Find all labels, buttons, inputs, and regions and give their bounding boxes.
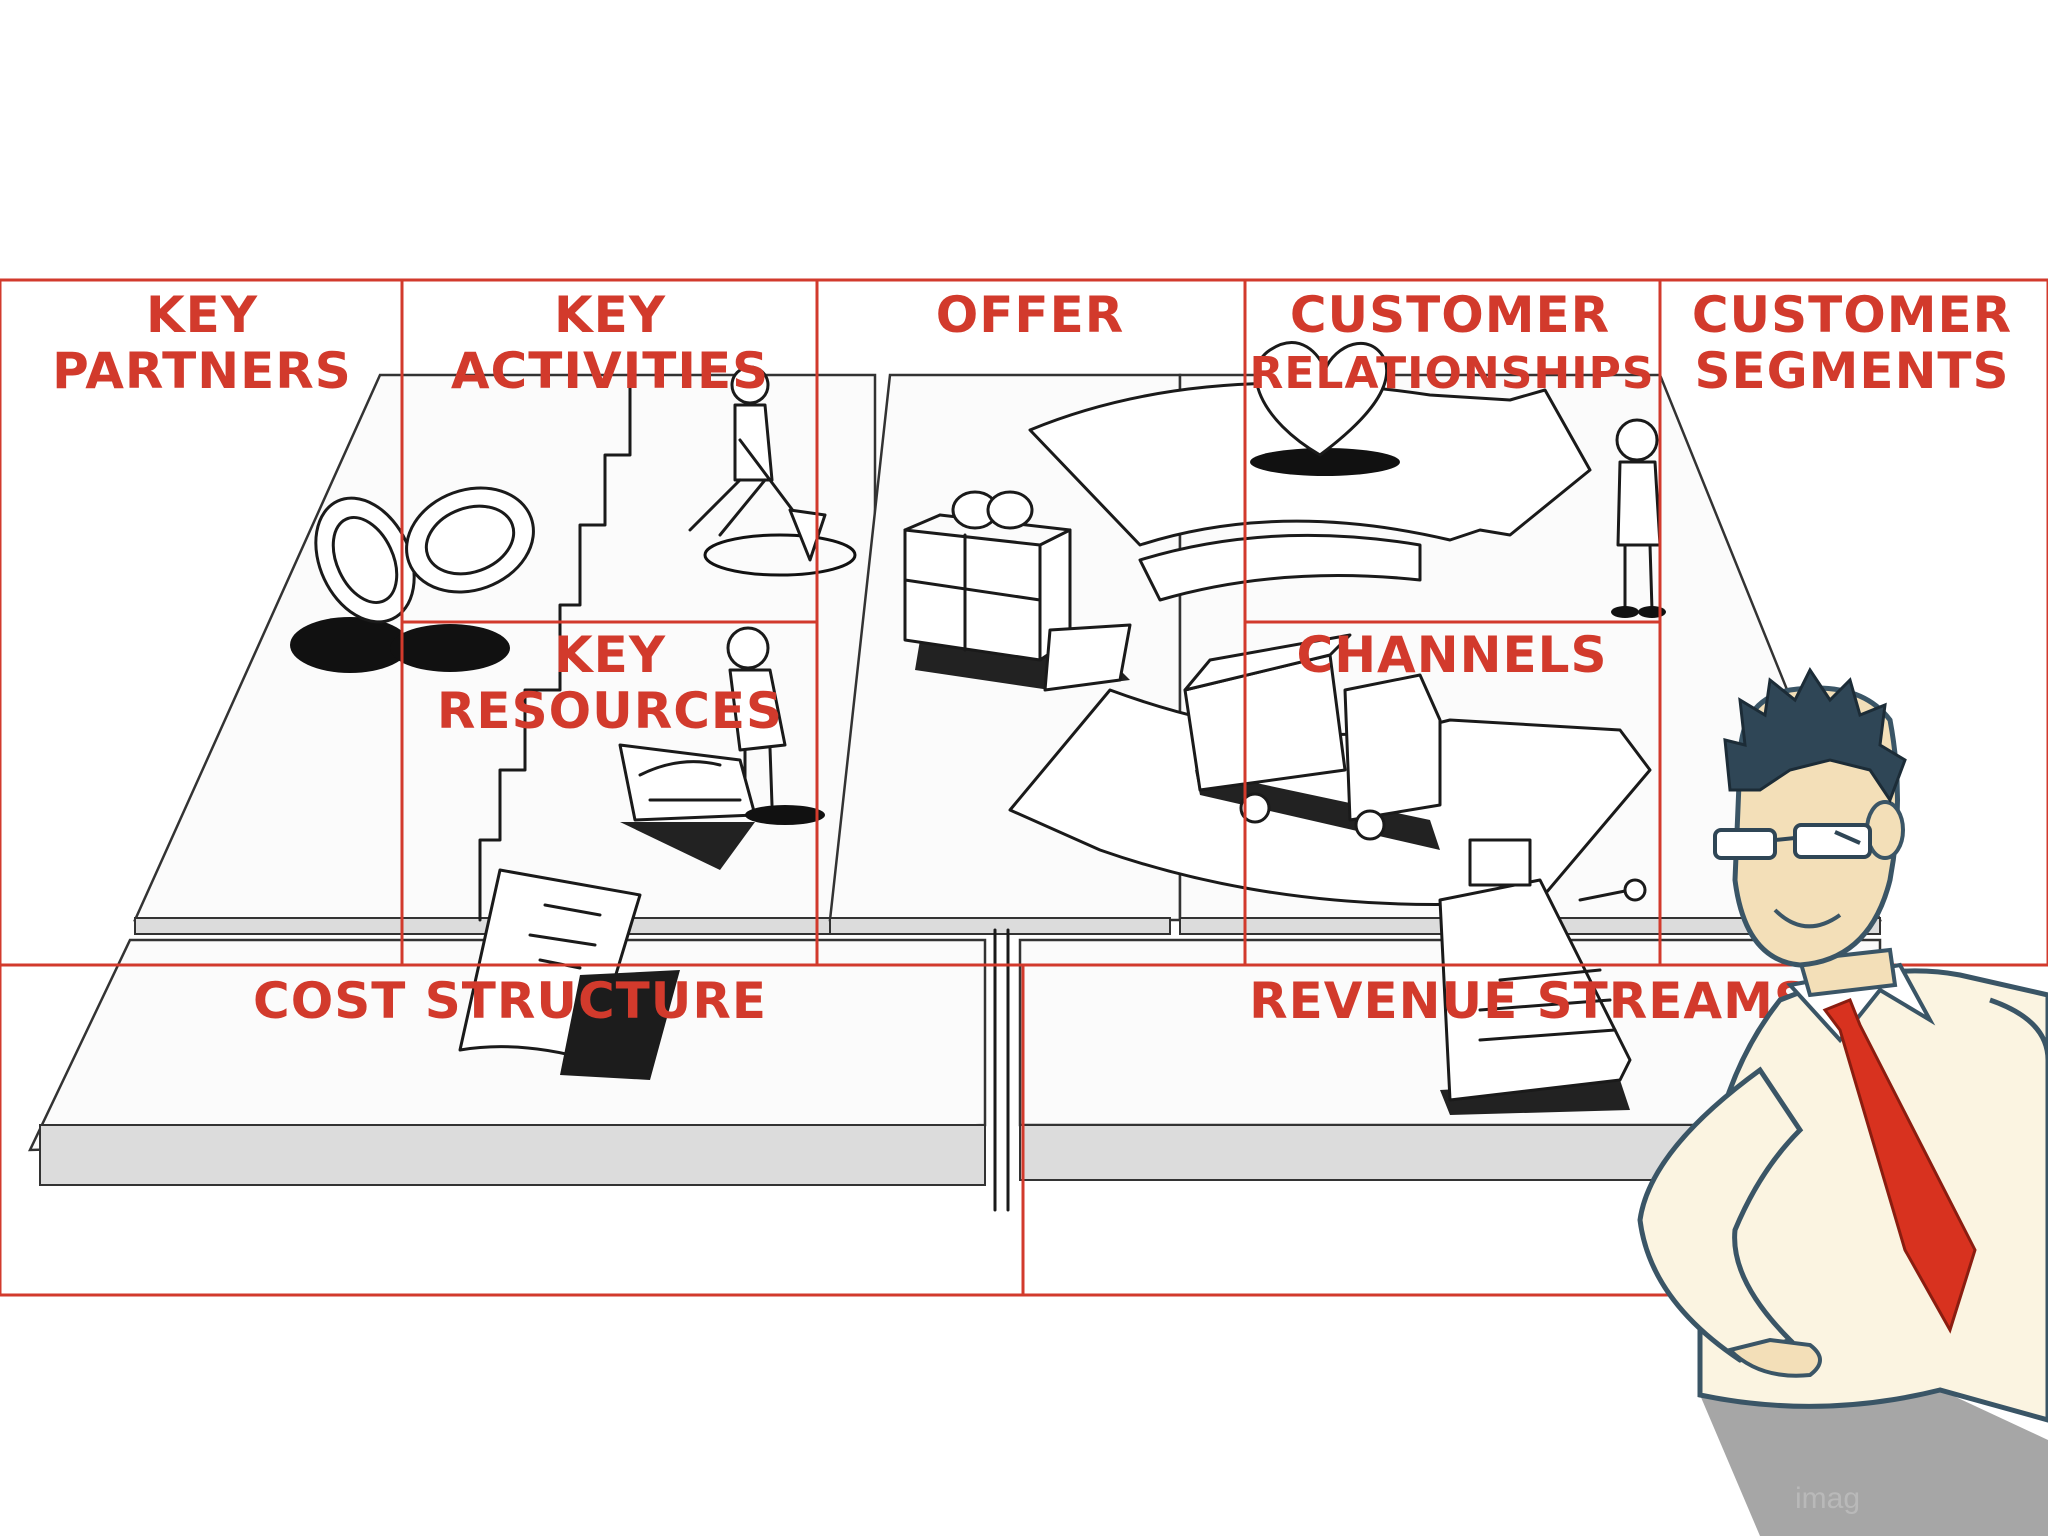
cost-structure-label: COST STRUCTURE <box>253 972 767 1030</box>
key-partners-label-line1: KEY <box>146 286 258 344</box>
customer-segments-label-line1: CUSTOMER <box>1692 286 2012 344</box>
key-partners-label-line2: PARTNERS <box>52 342 352 400</box>
key-resources-label-line1: KEY <box>554 626 666 684</box>
customer-relationships-label-line1: CUSTOMER <box>1290 286 1610 344</box>
delivery-truck-icon <box>1183 633 1442 850</box>
key-activities-label-line2: ACTIVITIES <box>451 342 769 400</box>
watermark: imag <box>1795 1482 1860 1515</box>
key-activities-label-line1: KEY <box>554 286 666 344</box>
person-with-machine-icon <box>618 626 825 870</box>
cash-register-icon <box>1438 838 1647 1115</box>
key-resources-label-line2: RESOURCES <box>437 682 783 740</box>
customer-relationships-label-line2: RELATIONSHIPS <box>1249 348 1654 399</box>
person-shoveling-icon <box>688 365 857 577</box>
offer-label: OFFER <box>936 286 1124 344</box>
flow-arrows-sketch <box>1008 381 1652 906</box>
block-labels: KEY PARTNERS KEY ACTIVITIES OFFER CUSTOM… <box>52 286 2012 1030</box>
customer-segments-label-line2: SEGMENTS <box>1694 342 2009 400</box>
standing-person-icon <box>1611 418 1666 618</box>
heart-icon <box>1250 341 1400 476</box>
canvas-grid <box>0 278 2048 1297</box>
businessman-with-tie-icon <box>1637 667 2048 1536</box>
channels-label: CHANNELS <box>1297 626 1608 684</box>
gift-box-icon <box>903 490 1132 692</box>
revenue-streams-label: REVENUE STREAMS <box>1249 972 1811 1030</box>
interlocked-rings-icon <box>290 486 535 673</box>
